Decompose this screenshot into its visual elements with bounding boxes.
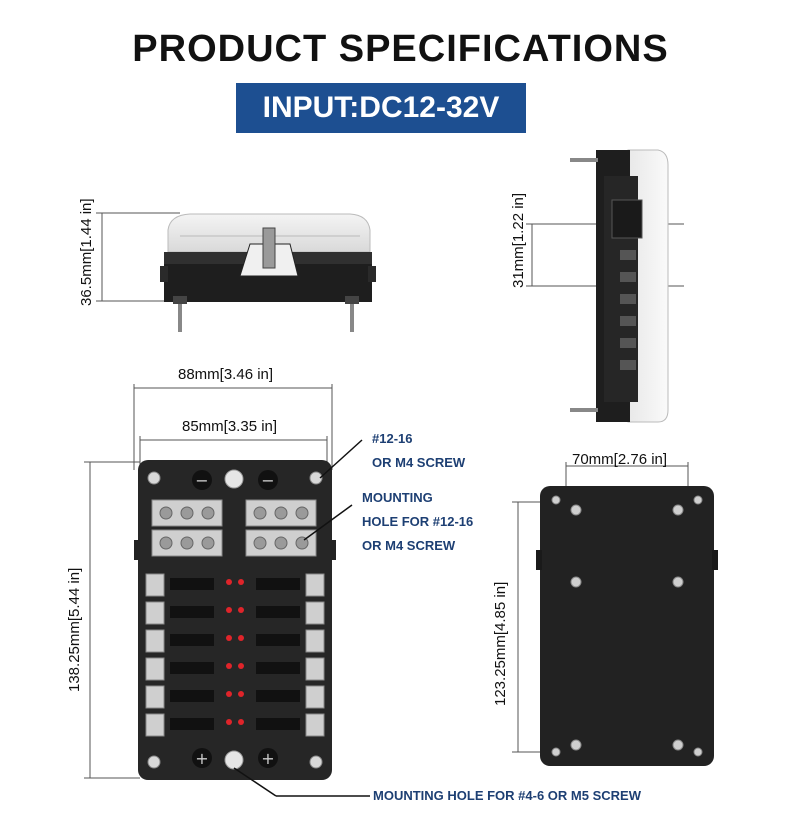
svg-text:−: − (261, 471, 274, 490)
mounting-callout-line1: MOUNTING (362, 490, 433, 505)
mounting-callout-line2: HOLE FOR #12-16 (362, 514, 474, 529)
screw-callout-line2: OR M4 SCREW (372, 455, 466, 470)
back-view (512, 462, 718, 766)
mounting-callout-line3: OR M4 SCREW (362, 538, 456, 553)
input-voltage-badge: INPUT:DC12-32V (236, 83, 526, 133)
back-hole-length-dim: 123.25mm[4.85 in] (492, 581, 509, 706)
screw-callout-line1: #12-16 (372, 431, 413, 446)
front-view: − − (84, 384, 370, 797)
page-title: PRODUCT SPECIFICATIONS (132, 28, 669, 70)
end-height-dim: 31mm[1.22 in] (510, 192, 527, 288)
svg-text:+: + (195, 749, 208, 768)
end-view (526, 149, 684, 423)
svg-text:+: + (261, 749, 274, 768)
side-height-dim: 36.5mm[1.44 in] (78, 198, 95, 306)
side-view (96, 212, 376, 332)
svg-text:−: − (195, 471, 208, 490)
outer-width-dim: 88mm[3.46 in] (178, 366, 274, 383)
inner-width-dim: 85mm[3.35 in] (182, 418, 278, 435)
bottom-mounting-callout: MOUNTING HOLE FOR #4-6 OR M5 SCREW (373, 788, 641, 803)
screw-callout: #12-16 OR M4 SCREW (372, 427, 465, 475)
overall-length-dim: 138.25mm[5.44 in] (66, 567, 83, 692)
fuse-slots (145, 573, 325, 737)
back-hole-width-dim: 70mm[2.76 in] (572, 451, 668, 468)
mounting-hole-callout: MOUNTING HOLE FOR #12-16 OR M4 SCREW (362, 486, 473, 558)
